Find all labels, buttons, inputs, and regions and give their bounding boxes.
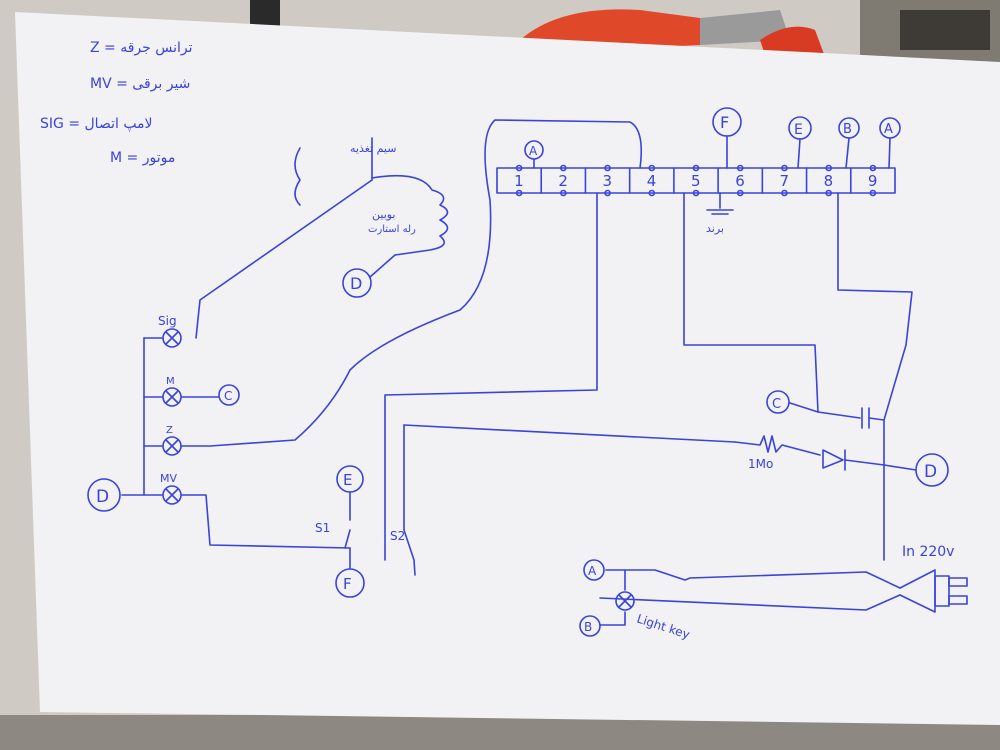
node-f-mid: [335, 568, 365, 598]
terminal-screw-bottom: [692, 189, 700, 197]
svg-text:M: M: [166, 376, 175, 387]
node-c-right: [766, 390, 790, 414]
svg-text:D: D: [96, 487, 109, 507]
terminal-block: 1 2 3 4 5 6 7 8 9 A F E B A برند: [496, 107, 901, 235]
terminal-screw-top: [604, 164, 611, 172]
coil-label2: رله استارت: [368, 224, 416, 235]
terminal-a2-label: A: [884, 122, 893, 137]
terminal-screw-top: [692, 164, 700, 172]
terminal-number-5: 5: [691, 172, 701, 190]
terminal-number-9: 9: [868, 172, 878, 190]
terminal-number-6: 6: [735, 172, 745, 190]
terminal-screw-top: [515, 164, 523, 172]
svg-text:MV: MV: [160, 472, 177, 485]
terminal-screw-bottom: [604, 189, 611, 197]
svg-text:Z: Z: [166, 425, 173, 436]
lamp-m: [162, 387, 182, 407]
terminal-b-label: B: [843, 122, 852, 137]
terminal-screw-bottom: [515, 189, 523, 197]
coil-label: بوبین: [372, 208, 396, 221]
terminal-screw-bottom: [825, 189, 832, 197]
node-b-bottom: [579, 615, 601, 637]
terminal-screw-bottom: [736, 189, 744, 197]
terminal-screw-bottom: [560, 189, 567, 197]
svg-text:D: D: [924, 462, 937, 482]
terminal-screw-top: [781, 164, 788, 172]
terminal-screw-top: [560, 164, 567, 172]
terminal-screw-top: [736, 164, 744, 172]
node-c-left: [218, 384, 240, 406]
lamp-sig: [162, 328, 182, 348]
lamp-z: [162, 436, 182, 456]
terminal-f-label: F: [720, 113, 729, 132]
node-e-mid: [336, 465, 364, 493]
terminal-number-7: 7: [779, 172, 789, 190]
terminal-number-2: 2: [558, 172, 568, 190]
svg-text:B: B: [584, 620, 592, 634]
svg-text:C: C: [772, 397, 781, 412]
nodes: C D E F C D A B: [87, 384, 949, 637]
switch-s2-label: S2: [390, 529, 405, 543]
ground-label: برند: [706, 222, 724, 235]
legend-mv: MV = شیر برقی: [90, 76, 190, 92]
terminal-screw-bottom: [869, 189, 877, 197]
terminal-screw-top: [648, 164, 656, 172]
wires: [121, 119, 917, 626]
legend-m: M = موتور: [110, 150, 175, 166]
terminal-screw-top: [869, 164, 877, 172]
lamps: Sig M Z MV: [158, 314, 635, 611]
switch-s1-label: S1: [315, 521, 330, 535]
legend: Z = ترانس جرقه MV = شیر برقی SIG = لامپ …: [40, 40, 193, 166]
node-a-bottom: [583, 559, 605, 581]
resistor-label: 1Mo: [748, 457, 773, 471]
node-d-right: [915, 453, 949, 487]
power-plug: [899, 569, 968, 613]
terminal-screw-top: [825, 164, 832, 172]
svg-text:C: C: [224, 389, 232, 403]
svg-text:Sig: Sig: [158, 314, 177, 328]
legend-sig: SIG = لامپ اتصال: [40, 116, 153, 132]
relay-coil: سیم تغذیه بوبین رله استارت: [294, 137, 449, 256]
svg-text:D: D: [350, 274, 362, 293]
svg-text:A: A: [588, 564, 597, 578]
node-d-top: [342, 268, 372, 298]
terminal-screw-bottom: [648, 189, 656, 197]
terminal-number-1: 1: [514, 172, 524, 190]
lamp-light: [615, 591, 635, 611]
svg-text:E: E: [343, 471, 352, 489]
node-d-left: [87, 478, 121, 512]
svg-text:F: F: [343, 575, 352, 593]
terminal-number-3: 3: [603, 172, 613, 190]
coil-side-sketch: [294, 147, 301, 206]
terminal-number-8: 8: [824, 172, 834, 190]
terminal-screw-bottom: [781, 189, 788, 197]
terminal-number-4: 4: [647, 172, 657, 190]
terminal-a-label: A: [529, 144, 538, 158]
coil-top-label: سیم تغذیه: [350, 142, 396, 155]
lamp-mv: [162, 485, 182, 505]
terminal-e-label: E: [794, 122, 803, 138]
legend-z: Z = ترانس جرقه: [90, 40, 193, 56]
input-label: In 220v: [902, 544, 954, 560]
